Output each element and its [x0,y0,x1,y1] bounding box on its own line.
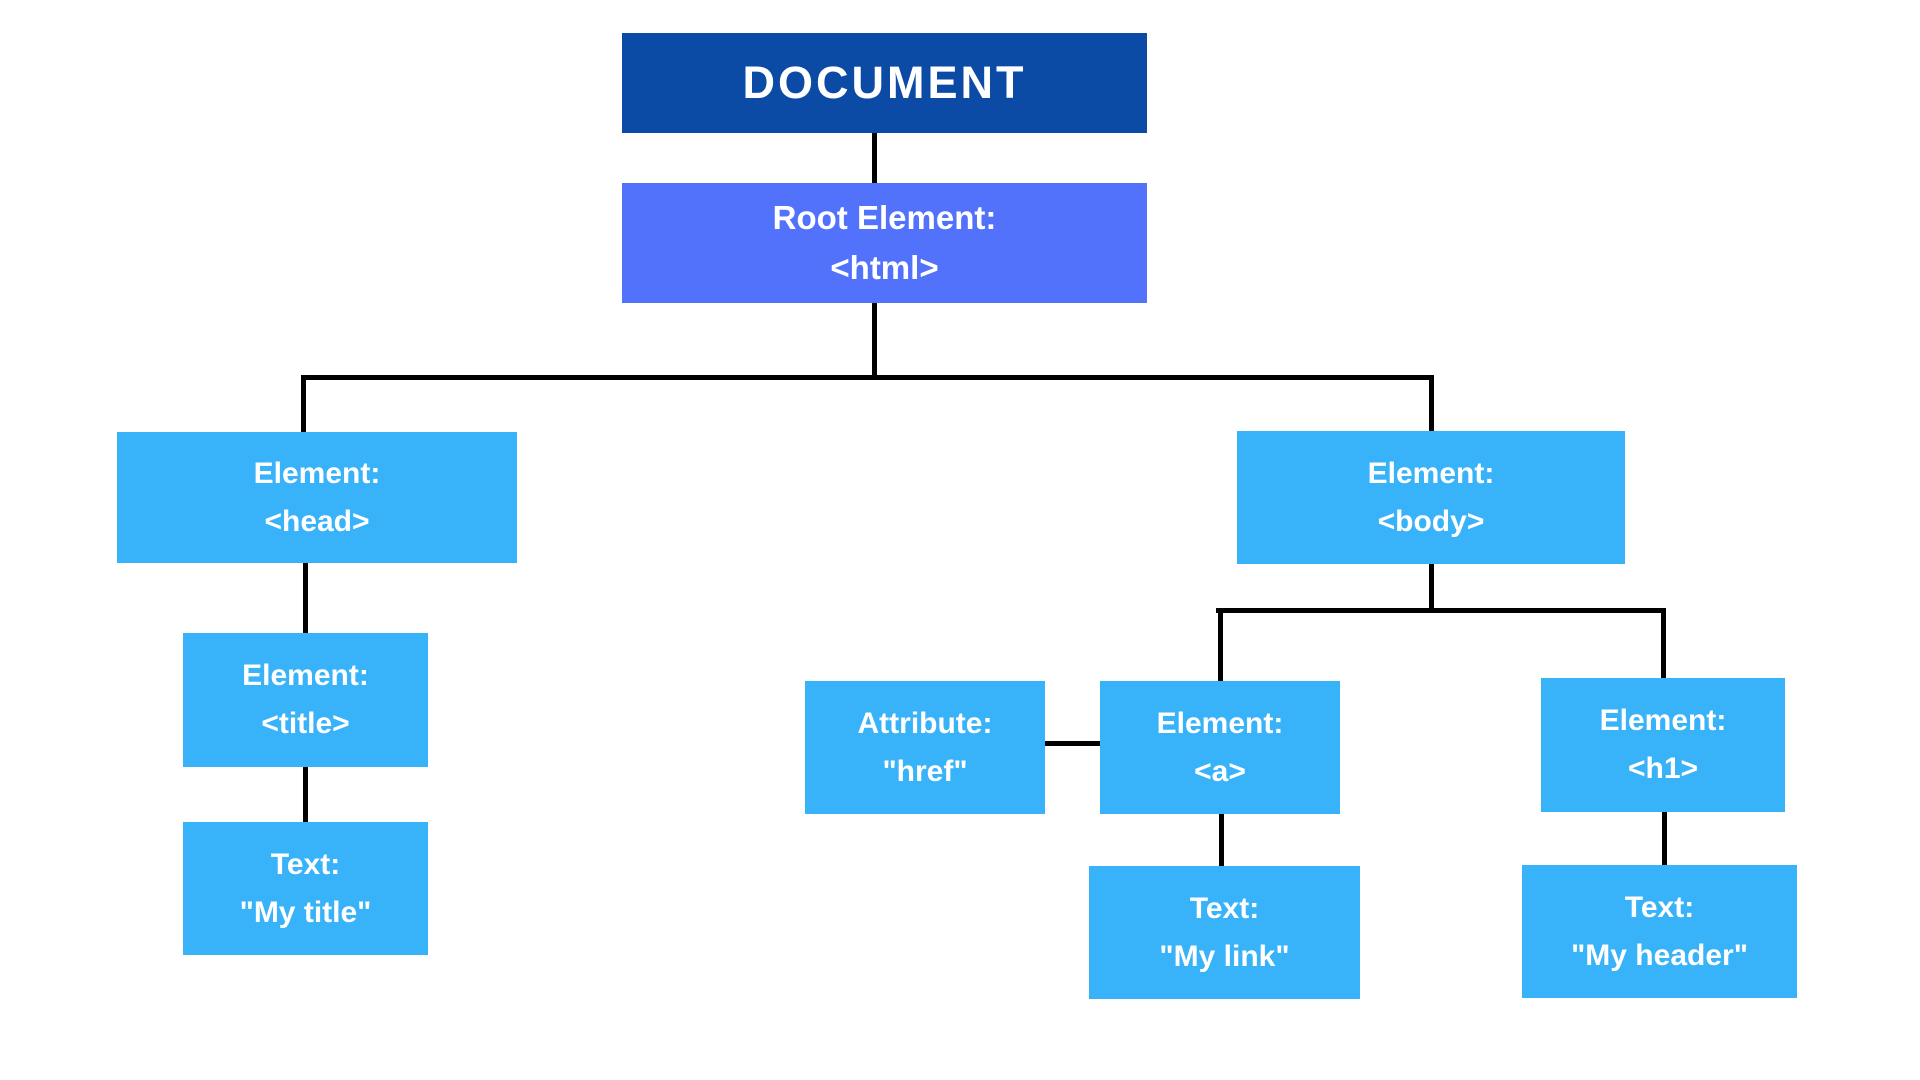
connector-title-text [303,767,308,822]
connector-rail-h1 [1661,608,1666,678]
branch-rail-html-children [301,375,1434,380]
node-myheader-value: "My header" [1571,938,1748,972]
node-text-my-header: Text: "My header" [1522,865,1797,998]
node-root-label: Root Element: [772,199,997,236]
node-mylink-value: "My link" [1159,939,1290,973]
connector-a-text [1219,814,1224,866]
connector-body-branch [1429,564,1434,613]
connector-rail-a [1218,608,1223,681]
node-h1-value: <h1> [1627,752,1699,785]
node-myheader-label: Text: [1624,890,1695,924]
node-href-value: "href" [882,754,968,788]
node-document-label: DOCUMENT [742,57,1027,108]
node-root-value: <html> [830,249,939,286]
node-root-element-html: Root Element: <html> [622,183,1147,303]
connector-document-html [872,133,877,183]
node-head-label: Element: [253,456,381,490]
node-a-value: <a> [1194,754,1246,788]
node-element-head: Element: <head> [117,432,517,563]
connector-h1-text [1662,812,1667,865]
node-mytitle-label: Text: [270,847,341,881]
connector-html-branch [872,303,877,378]
node-mytitle-value: "My title" [239,895,372,929]
node-a-label: Element: [1156,706,1284,740]
branch-rail-body-children [1216,608,1666,613]
connector-href-a [1045,741,1100,746]
connector-rail-head [301,375,306,432]
node-head-value: <head> [264,504,370,538]
node-title-value: <title> [261,707,350,740]
node-href-label: Attribute: [857,706,993,740]
connector-rail-body [1429,375,1434,431]
node-element-a: Element: <a> [1100,681,1340,814]
node-element-body: Element: <body> [1237,431,1625,564]
node-title-label: Element: [242,659,369,692]
node-document: DOCUMENT [622,33,1147,133]
node-element-title: Element: <title> [183,633,428,767]
node-body-label: Element: [1367,456,1495,490]
node-element-h1: Element: <h1> [1541,678,1785,812]
node-text-my-link: Text: "My link" [1089,866,1360,999]
node-mylink-label: Text: [1189,891,1260,925]
node-attribute-href: Attribute: "href" [805,681,1045,814]
node-body-value: <body> [1377,504,1485,538]
node-h1-label: Element: [1599,704,1727,737]
node-text-my-title: Text: "My title" [183,822,428,955]
connector-head-title [303,563,308,633]
